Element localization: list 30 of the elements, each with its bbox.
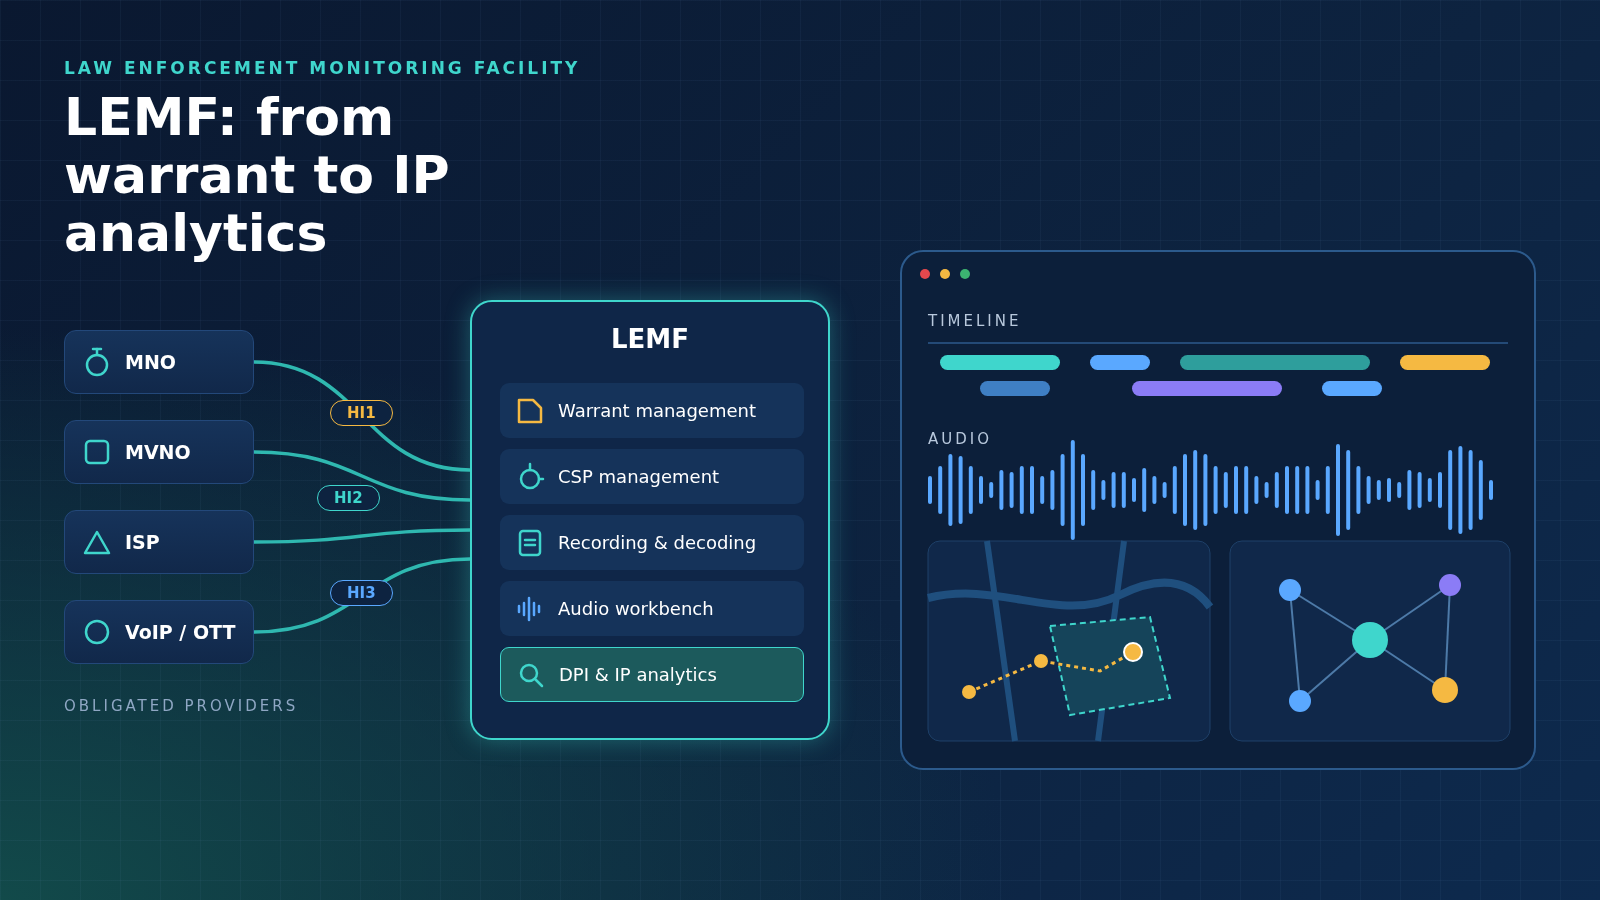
edge-label: HI1 <box>330 400 393 426</box>
lemf-panel <box>470 300 830 740</box>
module-row <box>500 647 804 702</box>
module-name: Warrant management <box>558 400 756 421</box>
section-caption: OBLIGATED PROVIDERS <box>64 697 299 715</box>
provider-card <box>64 420 254 484</box>
module-row <box>500 515 804 570</box>
panel-heading: TIMELINE <box>928 312 1022 330</box>
title: LEMF: from warrant to IP analytics <box>64 88 451 262</box>
interface-label: HI2 <box>317 485 380 511</box>
module-row <box>500 449 804 504</box>
provider-card <box>64 330 254 394</box>
provider-card <box>64 510 254 574</box>
panel-title: LEMF <box>610 324 690 354</box>
provider-name: MNO <box>125 351 176 373</box>
provider-name: VoIP / OTT <box>125 621 236 643</box>
module-row <box>500 383 804 438</box>
connector-line <box>254 528 470 544</box>
edge-label: HI3 <box>330 579 393 606</box>
module-name: Recording & decoding <box>558 532 757 553</box>
module-name: CSP management <box>558 466 720 487</box>
panel-heading: AUDIO <box>928 430 993 448</box>
module-name: Audio workbench <box>558 598 714 619</box>
provider-name: MVNO <box>125 441 191 463</box>
provider-name: ISP <box>125 531 160 553</box>
eyebrow-heading: LAW ENFORCEMENT MONITORING FACILITY <box>64 58 581 78</box>
module-name: DPI & IP analytics <box>559 664 717 685</box>
module-row <box>500 581 804 636</box>
provider-card <box>64 600 254 664</box>
connector-line <box>253 450 471 502</box>
